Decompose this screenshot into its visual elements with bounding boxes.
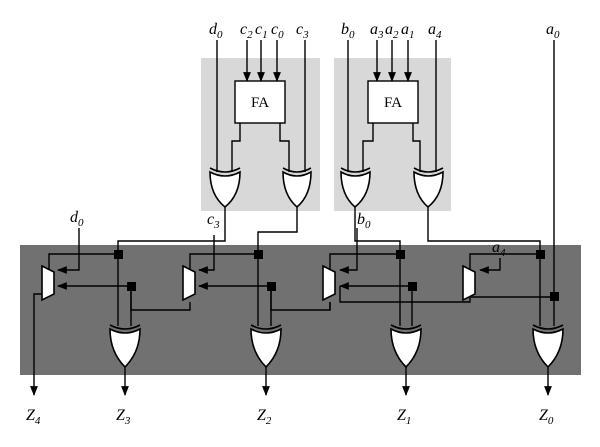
xor-gate-upper-2 (282, 167, 312, 209)
input-label-a3: a3 (370, 21, 384, 41)
fa-input-wires (243, 40, 412, 82)
junction-node (127, 282, 136, 291)
junction-nodes (114, 250, 559, 301)
input-label-b0: b0 (341, 21, 355, 41)
input-label-c1: c1 (255, 21, 268, 41)
xor-gate-lower-z1 (390, 324, 422, 369)
output-label-z1: Z1 (397, 407, 411, 427)
output-label-z3: Z3 (116, 407, 131, 427)
output-label-z4: Z4 (26, 407, 41, 427)
inter-stage-wires (57, 40, 555, 297)
junction-node (536, 250, 545, 259)
xor-gate-lower-z3 (109, 324, 141, 369)
output-label-z2: Z2 (257, 407, 272, 427)
junction-node (550, 292, 559, 301)
full-adder-right (367, 80, 419, 124)
mid-label-c3: c3 (207, 211, 220, 231)
output-wires (30, 293, 552, 396)
upper-xor-wires (216, 40, 437, 172)
mux-2 (322, 264, 336, 302)
input-label-a2: a2 (385, 21, 399, 41)
mid-label-d0: d0 (70, 209, 84, 229)
input-label-a1: a1 (401, 21, 415, 41)
input-label-d0: d0 (209, 21, 223, 41)
junction-node (114, 250, 123, 259)
input-label-c2: c2 (240, 21, 253, 41)
input-label-c0: c0 (271, 21, 284, 41)
input-label-a4: a4 (428, 21, 442, 41)
xor-gate-upper-4 (413, 167, 444, 209)
mid-label-a4: a4 (492, 239, 506, 259)
junction-node (408, 282, 417, 291)
mid-label-b0: b0 (357, 211, 371, 231)
xor-gate-lower-z2 (250, 324, 282, 369)
xor-gate-upper-1 (209, 167, 241, 209)
full-adder-right-label: FA (384, 95, 402, 111)
mux-4 (41, 264, 55, 302)
xor-gate-upper-3 (340, 167, 371, 209)
xor-gate-lower-z0 (532, 324, 564, 369)
junction-node (254, 250, 263, 259)
full-adder-left-label: FA (251, 95, 269, 111)
input-label-a0: a0 (546, 21, 560, 41)
mux-1 (462, 264, 476, 302)
mux-row-wires (48, 253, 555, 326)
mux-3 (182, 264, 196, 302)
junction-node (267, 282, 276, 291)
output-label-z0: Z0 (539, 407, 554, 427)
input-label-c3: c3 (296, 21, 309, 41)
junction-node (396, 250, 405, 259)
